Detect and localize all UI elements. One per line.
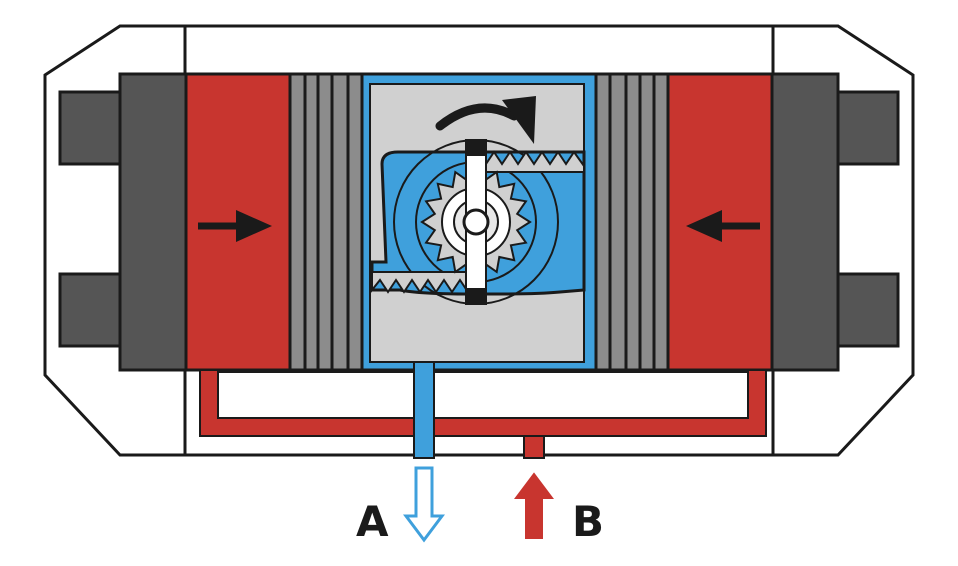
right-cap-block: [768, 72, 840, 372]
right-piston: [594, 72, 670, 372]
port-b: B: [514, 472, 604, 546]
right-bolt-top: [832, 90, 900, 166]
port-a-label: A: [356, 497, 389, 546]
center-chamber: [360, 72, 598, 372]
air-passages: [199, 361, 767, 459]
left-cap-block: [118, 72, 190, 372]
left-end-cap: [58, 72, 190, 372]
left-bolt-bottom: [58, 272, 126, 348]
output-shaft: [462, 139, 490, 305]
left-piston: [288, 72, 364, 372]
shaft-center: [462, 208, 490, 236]
port-a: A: [356, 466, 445, 546]
right-end-cap: [768, 72, 900, 372]
supply-stub: [523, 435, 545, 459]
port-b-label: B: [572, 497, 604, 546]
left-bolt-top: [58, 90, 126, 166]
exhaust-passage: [413, 361, 435, 459]
port-a-arrow-icon: [403, 466, 445, 543]
right-bolt-bottom: [832, 272, 900, 348]
arrow-left-icon: [686, 210, 760, 242]
upper-rack: [469, 150, 585, 173]
arrow-right-icon: [198, 210, 272, 242]
port-b-arrow-icon: [514, 472, 554, 539]
rotation-arrow-icon: [435, 96, 536, 144]
